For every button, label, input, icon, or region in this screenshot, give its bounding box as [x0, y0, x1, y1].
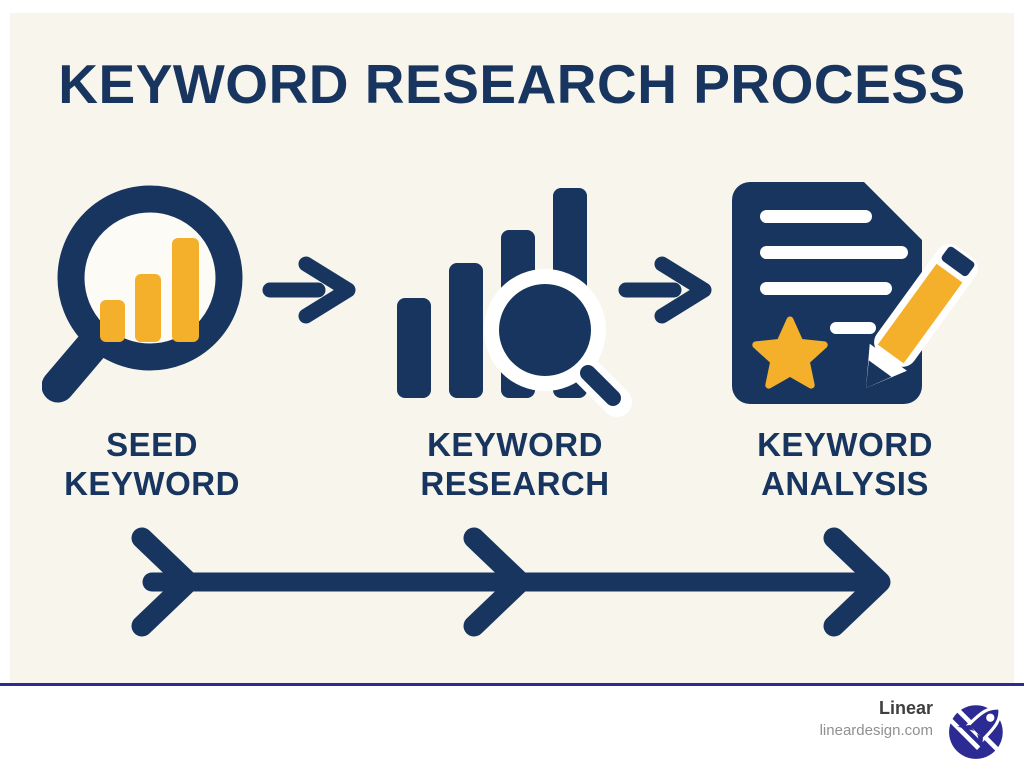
star-icon	[752, 316, 828, 389]
footer-divider	[0, 683, 1024, 686]
step-label-keyword-analysis: KEYWORD ANALYSIS	[695, 426, 995, 504]
right-arrow-icon	[618, 250, 713, 330]
magnifying-glass-bar-chart-icon	[41, 185, 243, 403]
page-fold-corner	[864, 182, 922, 240]
step-label-line: SEED	[106, 426, 198, 463]
process-timeline-arrow	[0, 525, 1024, 645]
timeline-chevron	[823, 527, 891, 637]
step-label-line: RESEARCH	[420, 464, 610, 502]
step-label-line: KEYWORD	[757, 426, 933, 463]
pencil-icon	[866, 244, 978, 388]
step-label-line: ANALYSIS	[761, 464, 929, 502]
keyword-research-step	[385, 180, 635, 420]
page-title: KEYWORD RESEARCH PROCESS	[58, 53, 966, 115]
rocket-logo-icon	[947, 705, 1003, 759]
text-line-short	[830, 322, 876, 334]
seed-keyword-step	[41, 178, 262, 423]
bar-medium	[135, 274, 161, 342]
bar-tall	[172, 238, 199, 342]
keyword-analysis-step	[718, 176, 988, 416]
right-arrow-icon	[262, 250, 357, 330]
bar-small	[100, 300, 125, 342]
timeline-chevron	[463, 527, 531, 637]
step-label-keyword-research: KEYWORD RESEARCH	[365, 426, 665, 504]
step-label-line: KEYWORD	[427, 426, 603, 463]
brand-website: lineardesign.com	[819, 721, 933, 739]
text-line	[760, 210, 872, 223]
brand-name: Linear	[878, 698, 933, 718]
footer: Linear lineardesign.com	[0, 686, 1024, 769]
document-pencil-star-icon	[732, 182, 978, 404]
step-label-seed-keyword: SEED KEYWORD	[2, 426, 302, 504]
timeline-chevron	[131, 527, 199, 637]
step-label-line: KEYWORD	[64, 464, 240, 502]
bar-chart-magnifying-glass-icon	[397, 188, 632, 417]
text-line	[760, 246, 908, 259]
text-line	[760, 282, 892, 295]
